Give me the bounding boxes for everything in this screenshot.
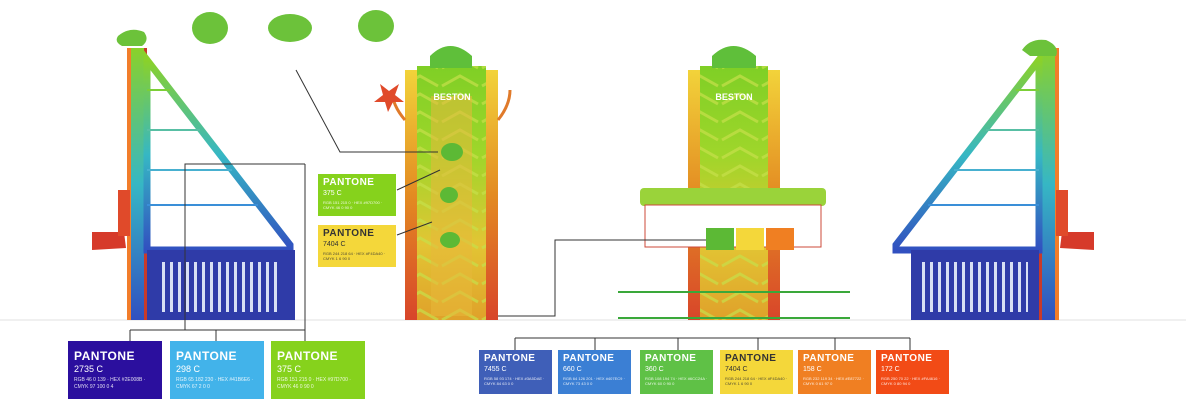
pantone-label: PANTONE bbox=[484, 353, 536, 364]
pantone-code: 172 C bbox=[881, 366, 900, 373]
pantone-label: PANTONE bbox=[645, 353, 697, 364]
swatch-298c: PANTONE 298 C RGB 65 182 230 · HEX #41B6… bbox=[170, 341, 264, 399]
right-side-view-tower bbox=[892, 39, 1094, 320]
pantone-meta: RGB 46 0 139 · HEX #2E008B · CMYK 97 100… bbox=[74, 377, 146, 390]
frog-mascots bbox=[192, 10, 394, 44]
pantone-meta: RGB 151 215 0 · HEX #97D700 · CMYK 46 0 … bbox=[277, 377, 351, 390]
swatch-375c-callout: PANTONE 375 C RGB 151 215 0 · HEX #97D70… bbox=[318, 174, 396, 216]
pantone-label: PANTONE bbox=[803, 353, 855, 364]
tower-brand-right: BESTON bbox=[715, 92, 752, 102]
pantone-meta: RGB 58 93 174 · HEX #3A5DAE · CMYK 84 63… bbox=[484, 376, 545, 386]
pantone-meta: RGB 244 218 64 · HEX #F4DA40 · CMYK 1 6 … bbox=[323, 251, 386, 261]
pantone-code: 158 C bbox=[803, 366, 822, 373]
pantone-code: 298 C bbox=[176, 364, 201, 374]
right-front-view-tower: BESTON bbox=[374, 46, 850, 320]
swatch-360c: PANTONE 360 C RGB 108 194 74 · HEX #6CC2… bbox=[640, 350, 713, 394]
swatch-660c: PANTONE 660 C RGB 64 126 201 · HEX #407E… bbox=[558, 350, 631, 394]
pantone-code: 7455 C bbox=[484, 366, 507, 373]
swatch-172c: PANTONE 172 C RGB 250 70 22 · HEX #FA461… bbox=[876, 350, 949, 394]
pantone-label: PANTONE bbox=[323, 177, 375, 188]
left-side-view-tower bbox=[92, 29, 295, 320]
pantone-label: PANTONE bbox=[563, 353, 615, 364]
pantone-code: 7404 C bbox=[323, 241, 346, 248]
swatch-158c: PANTONE 158 C RGB 232 119 34 · HEX #E877… bbox=[798, 350, 871, 394]
pantone-label: PANTONE bbox=[176, 349, 238, 363]
tower-brand-left: BESTON bbox=[433, 92, 470, 102]
pantone-meta: RGB 250 70 22 · HEX #FA4616 · CMYK 0 80 … bbox=[881, 376, 940, 386]
pantone-code: 375 C bbox=[323, 190, 342, 197]
center-front-view-tower: BESTON bbox=[390, 46, 512, 320]
swatch-2735c: PANTONE 2735 C RGB 46 0 139 · HEX #2E008… bbox=[68, 341, 162, 399]
pantone-code: 360 C bbox=[645, 366, 664, 373]
pantone-code: 660 C bbox=[563, 366, 582, 373]
pantone-meta: RGB 64 126 201 · HEX #407EC9 · CMYK 73 4… bbox=[563, 376, 625, 386]
swatch-7455c: PANTONE 7455 C RGB 58 93 174 · HEX #3A5D… bbox=[479, 350, 552, 394]
pantone-code: 375 C bbox=[277, 364, 302, 374]
leader-lines bbox=[129, 69, 911, 350]
pantone-meta: RGB 244 218 64 · HEX #F4DA40 · CMYK 1 6 … bbox=[725, 376, 788, 386]
pantone-meta: RGB 151 215 0 · HEX #97D700 · CMYK 46 0 … bbox=[323, 200, 383, 210]
swatch-7404c-callout: PANTONE 7404 C RGB 244 218 64 · HEX #F4D… bbox=[318, 225, 396, 267]
pantone-code: 7404 C bbox=[725, 366, 748, 373]
swatch-375c: PANTONE 375 C RGB 151 215 0 · HEX #97D70… bbox=[271, 341, 365, 399]
pantone-meta: RGB 65 182 230 · HEX #41B6E6 · CMYK 67 2… bbox=[176, 377, 253, 390]
pantone-label: PANTONE bbox=[277, 349, 339, 363]
pantone-meta: RGB 232 119 34 · HEX #E87722 · CMYK 0 61… bbox=[803, 376, 864, 386]
pantone-code: 2735 C bbox=[74, 364, 104, 374]
pantone-label: PANTONE bbox=[881, 353, 933, 364]
pantone-label: PANTONE bbox=[725, 353, 777, 364]
pantone-label: PANTONE bbox=[323, 228, 375, 239]
pantone-meta: RGB 108 194 74 · HEX #6CC24A · CMYK 60 0… bbox=[645, 376, 708, 386]
pantone-label: PANTONE bbox=[74, 349, 136, 363]
swatch-7404c: PANTONE 7404 C RGB 244 218 64 · HEX #F4D… bbox=[720, 350, 793, 394]
